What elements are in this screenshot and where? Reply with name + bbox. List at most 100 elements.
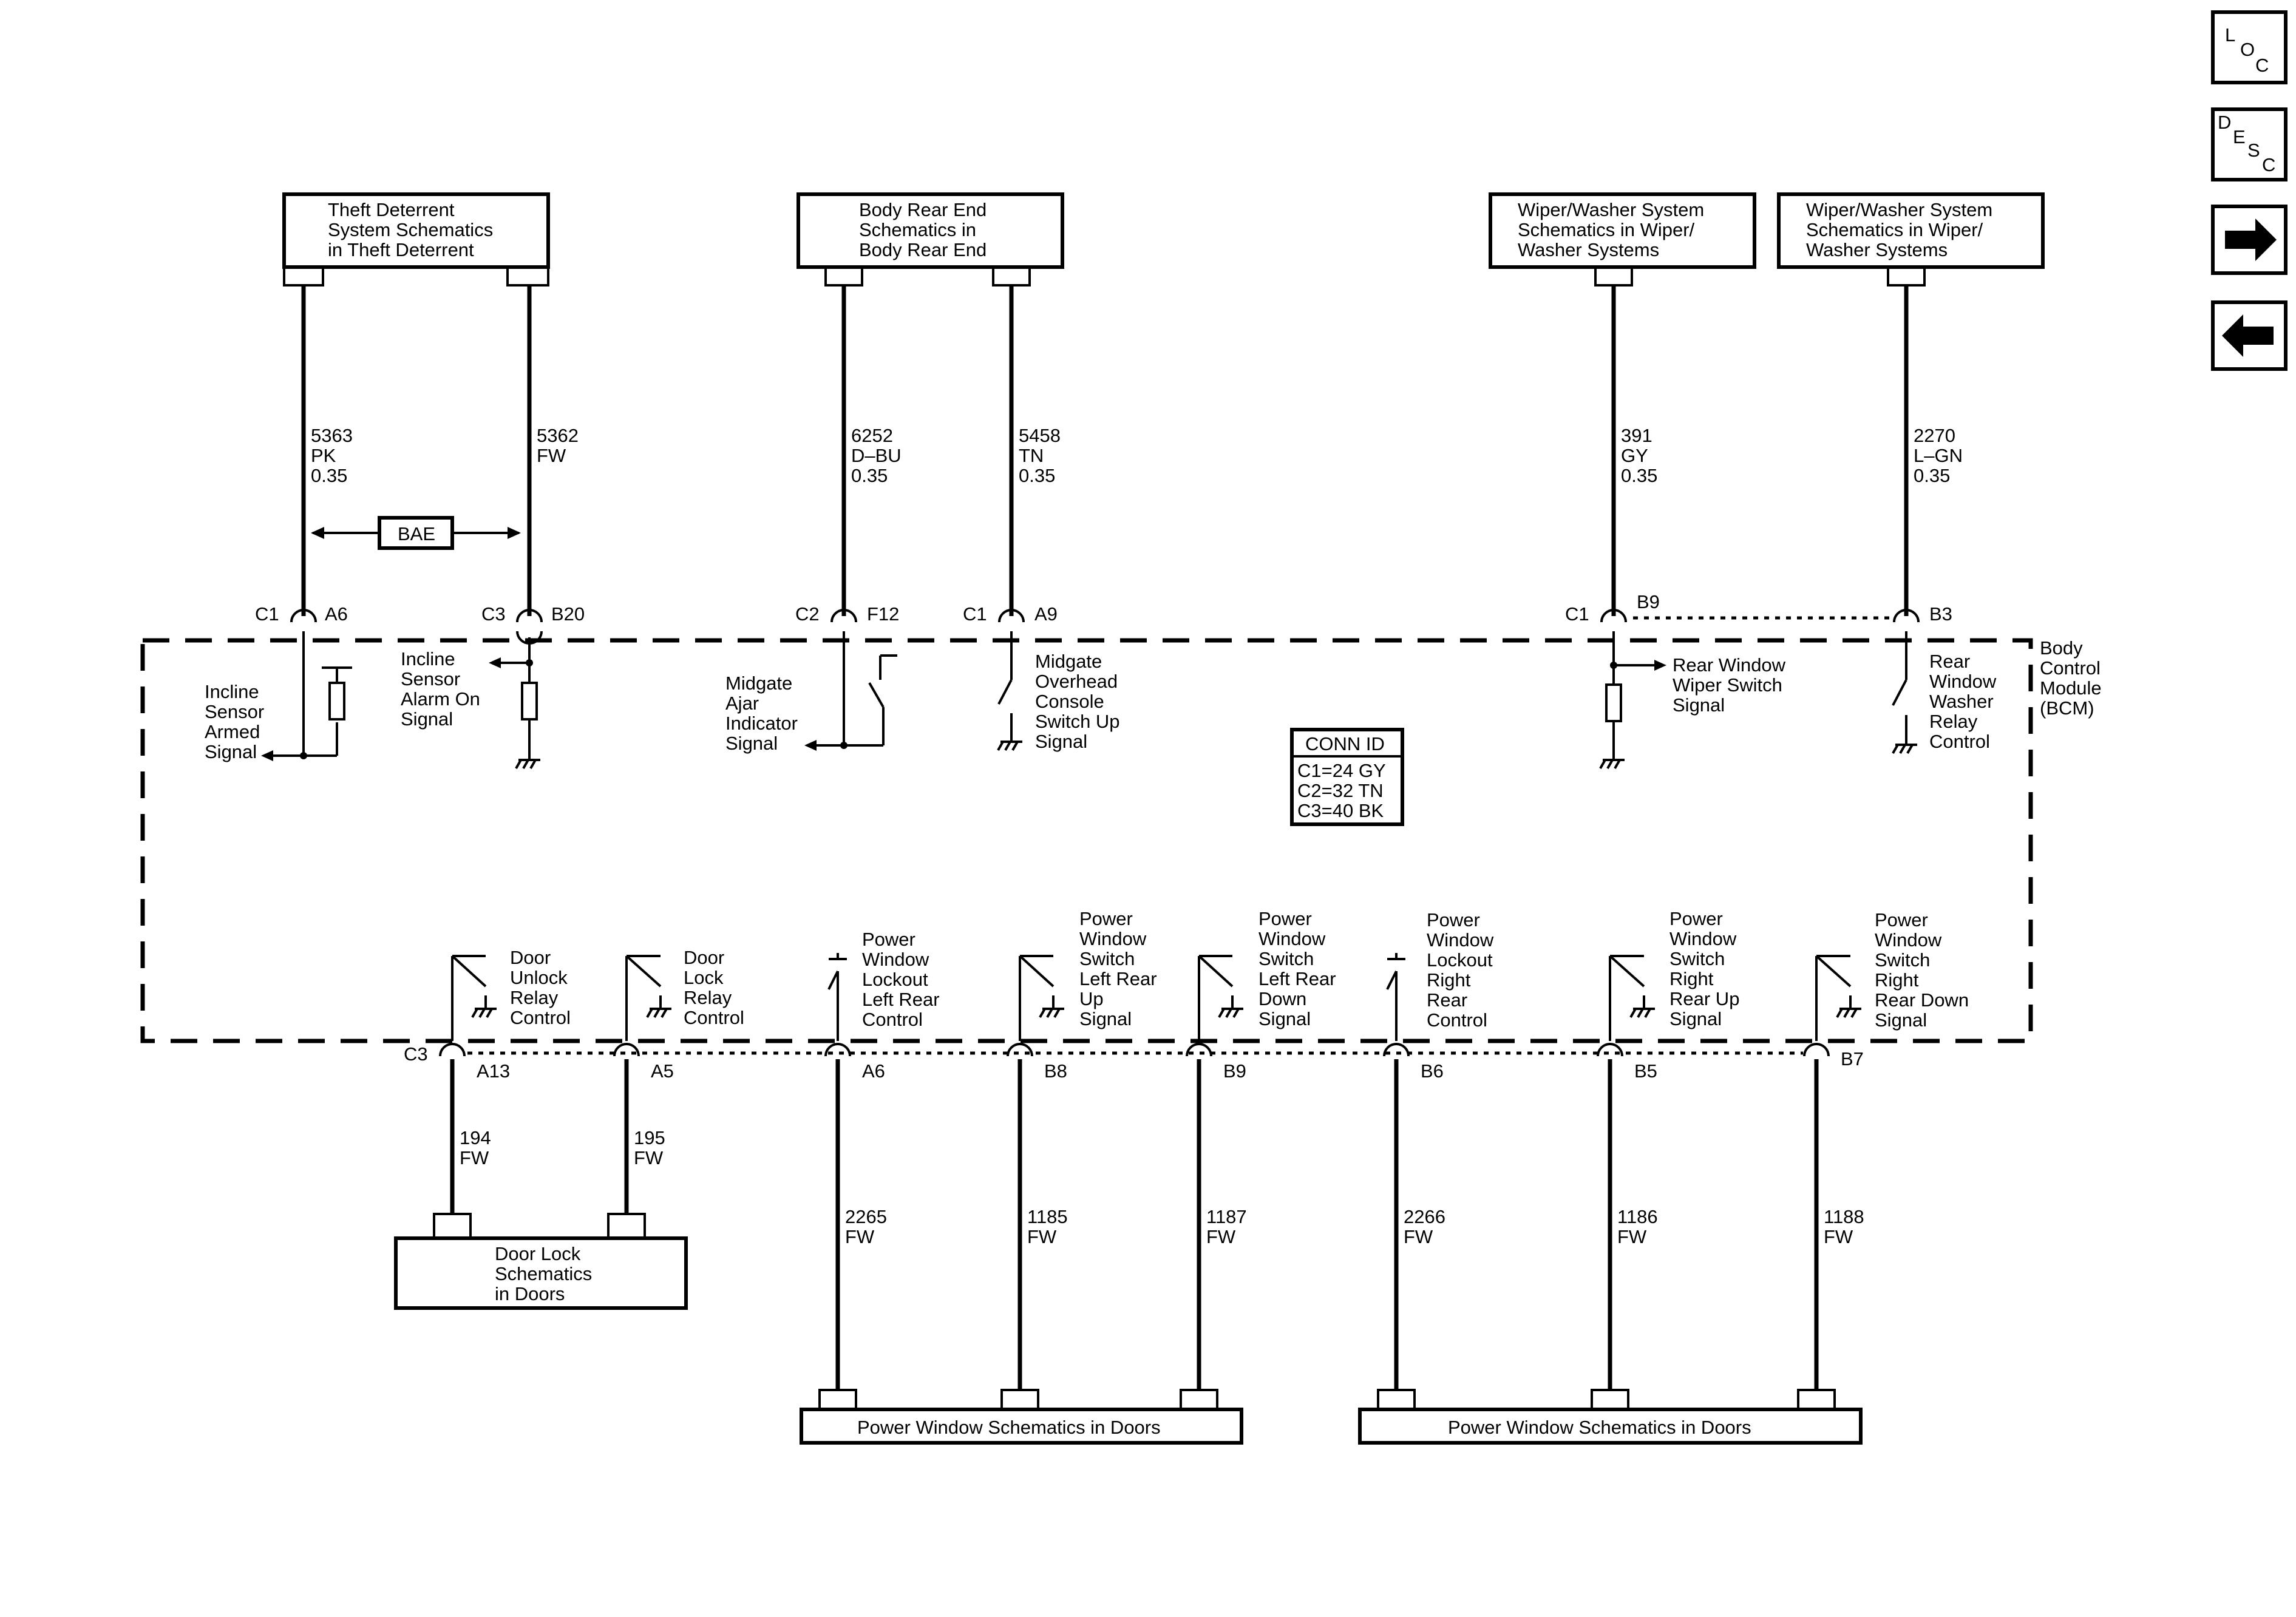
svg-text:Control: Control [1427, 1009, 1487, 1031]
svg-text:Switch: Switch [1875, 949, 1930, 971]
loc-button[interactable]: L O C [2211, 10, 2288, 84]
svg-text:GY: GY [1621, 445, 1648, 466]
incline-sensor-armed-label: Incline Sensor Armed Signal [205, 681, 264, 762]
wire-label-2266: 2266 FW [1404, 1206, 1445, 1247]
desc-button[interactable]: D E S C [2211, 107, 2288, 181]
pin-f12-label: F12 [867, 603, 899, 625]
svg-text:1187: 1187 [1206, 1206, 1247, 1227]
svg-text:Incline: Incline [205, 681, 259, 702]
conn-id-table: CONN ID C1=24 GY C2=32 TN C3=40 BK [1290, 728, 1404, 826]
pin-c3-label: C3 [404, 1043, 428, 1065]
svg-text:in Doors: in Doors [495, 1283, 565, 1304]
svg-text:FW: FW [1617, 1226, 1647, 1247]
rear-wiper-circuit [1599, 631, 1666, 770]
pin-a5-label: A5 [651, 1060, 674, 1082]
bottom-connector-pins [439, 1043, 1830, 1057]
svg-text:TN: TN [1019, 445, 1044, 466]
svg-text:Alarm On: Alarm On [401, 688, 480, 710]
svg-text:Signal: Signal [1258, 1008, 1311, 1029]
pw-switch-lr-down-switch [1198, 955, 1245, 1041]
svg-text:Rear Down: Rear Down [1875, 989, 1969, 1011]
svg-text:Switch: Switch [1258, 948, 1314, 969]
svg-text:Rear Window: Rear Window [1673, 654, 1786, 676]
svg-text:S: S [2247, 140, 2260, 161]
svg-text:D: D [2218, 112, 2231, 133]
pin-b8-label: B8 [1044, 1060, 1067, 1082]
body-rear-end-box[interactable]: Body Rear End Schematics in Body Rear En… [796, 192, 1064, 286]
midgate-ajar-label: Midgate Ajar Indicator Signal [725, 673, 798, 754]
pw-switch-rr-down-switch [1815, 955, 1863, 1041]
svg-text:Power: Power [862, 929, 915, 950]
svg-text:Armed: Armed [205, 721, 260, 742]
door-lock-schematics-box[interactable]: Door Lock Schematics in Doors [394, 1213, 688, 1310]
wire-label-1186: 1186 FW [1617, 1206, 1658, 1247]
pw-switch-lr-down-label: Power Window Switch Left Rear Down Signa… [1258, 908, 1336, 1029]
svg-text:Power: Power [1427, 909, 1480, 931]
svg-text:Lockout: Lockout [1427, 949, 1493, 971]
wire-label-5458: 5458 TN 0.35 [1019, 425, 1061, 486]
midgate-ajar-circuit [804, 631, 897, 751]
svg-text:6252: 6252 [851, 425, 893, 446]
wiper-washer-box-1[interactable]: Wiper/Washer System Schematics in Wiper/… [1489, 192, 1756, 286]
svg-text:Window: Window [1258, 928, 1326, 949]
svg-text:Window: Window [862, 949, 929, 970]
svg-text:1188: 1188 [1824, 1206, 1864, 1227]
svg-text:FW: FW [1206, 1226, 1236, 1247]
door-unlock-label: Door Unlock Relay Control [510, 947, 571, 1028]
svg-text:Power Window Schematics in Doo: Power Window Schematics in Doors [1448, 1417, 1751, 1438]
wire-label-195: 195 FW [634, 1127, 665, 1168]
pw-switch-lr-up-switch [1019, 955, 1065, 1041]
svg-text:Window: Window [1929, 671, 1997, 692]
power-window-schematics-box-right[interactable]: Power Window Schematics in Doors [1358, 1389, 1863, 1445]
next-page-button[interactable] [2211, 205, 2288, 275]
pw-lockout-lr-label: Power Window Lockout Left Rear Control [862, 929, 940, 1030]
svg-text:Right: Right [1427, 969, 1471, 991]
svg-text:Relay: Relay [510, 987, 559, 1008]
svg-text:Signal: Signal [205, 741, 257, 762]
svg-text:Ajar: Ajar [725, 693, 759, 714]
svg-text:Control: Control [2040, 657, 2101, 679]
svg-text:L–GN: L–GN [1914, 445, 1963, 466]
svg-text:FW: FW [460, 1147, 489, 1168]
svg-text:Signal: Signal [1669, 1008, 1722, 1029]
svg-text:D–BU: D–BU [851, 445, 902, 466]
svg-text:Door: Door [684, 947, 724, 968]
svg-text:FW: FW [1824, 1226, 1853, 1247]
prev-page-button[interactable] [2211, 300, 2288, 371]
door-lock-label: Door Lock Relay Control [684, 947, 744, 1028]
pin-b7-label: B7 [1841, 1048, 1864, 1070]
wire-label-1188: 1188 FW [1824, 1206, 1864, 1247]
pw-switch-rr-up-switch [1609, 955, 1656, 1041]
svg-text:Signal: Signal [401, 708, 453, 730]
theft-deterrent-box[interactable]: Theft Deterrent System Schematics in The… [282, 192, 550, 286]
wire-label-1187: 1187 FW [1206, 1206, 1247, 1247]
svg-text:Signal: Signal [1673, 694, 1725, 716]
top-connector-pins [290, 609, 1920, 645]
bae-marker: BAE [311, 516, 521, 550]
svg-text:Schematics in Wiper/: Schematics in Wiper/ [1518, 219, 1695, 240]
svg-text:Washer Systems: Washer Systems [1806, 239, 1948, 260]
svg-text:(BCM): (BCM) [2040, 697, 2094, 719]
svg-text:Window: Window [1427, 929, 1494, 951]
incline-sensor-armed-circuit [261, 631, 352, 761]
svg-text:C: C [2262, 154, 2275, 175]
door-lock-relay-switch [625, 955, 673, 1041]
pw-lockout-lr-switch [827, 953, 847, 1041]
pin-b6-label: B6 [1421, 1060, 1444, 1082]
wiper-washer-box-2[interactable]: Wiper/Washer System Schematics in Wiper/… [1777, 192, 2045, 286]
svg-text:Signal: Signal [1875, 1009, 1927, 1031]
power-window-schematics-box-left[interactable]: Power Window Schematics in Doors [800, 1389, 1243, 1445]
svg-text:Right: Right [1669, 968, 1714, 989]
svg-text:Power: Power [1669, 908, 1723, 929]
pw-lockout-rr-switch [1386, 953, 1405, 1041]
midgate-console-label: Midgate Overhead Console Switch Up Signa… [1035, 651, 1120, 752]
svg-text:Signal: Signal [1035, 731, 1087, 752]
svg-text:Theft Deterrent: Theft Deterrent [328, 199, 455, 220]
svg-text:Module: Module [2040, 677, 2102, 699]
svg-text:Sensor: Sensor [205, 701, 264, 722]
svg-text:FW: FW [634, 1147, 664, 1168]
svg-text:Power Window Schematics in Doo: Power Window Schematics in Doors [857, 1417, 1161, 1438]
pin-a9-label: A9 [1034, 603, 1058, 625]
svg-text:Unlock: Unlock [510, 967, 568, 988]
